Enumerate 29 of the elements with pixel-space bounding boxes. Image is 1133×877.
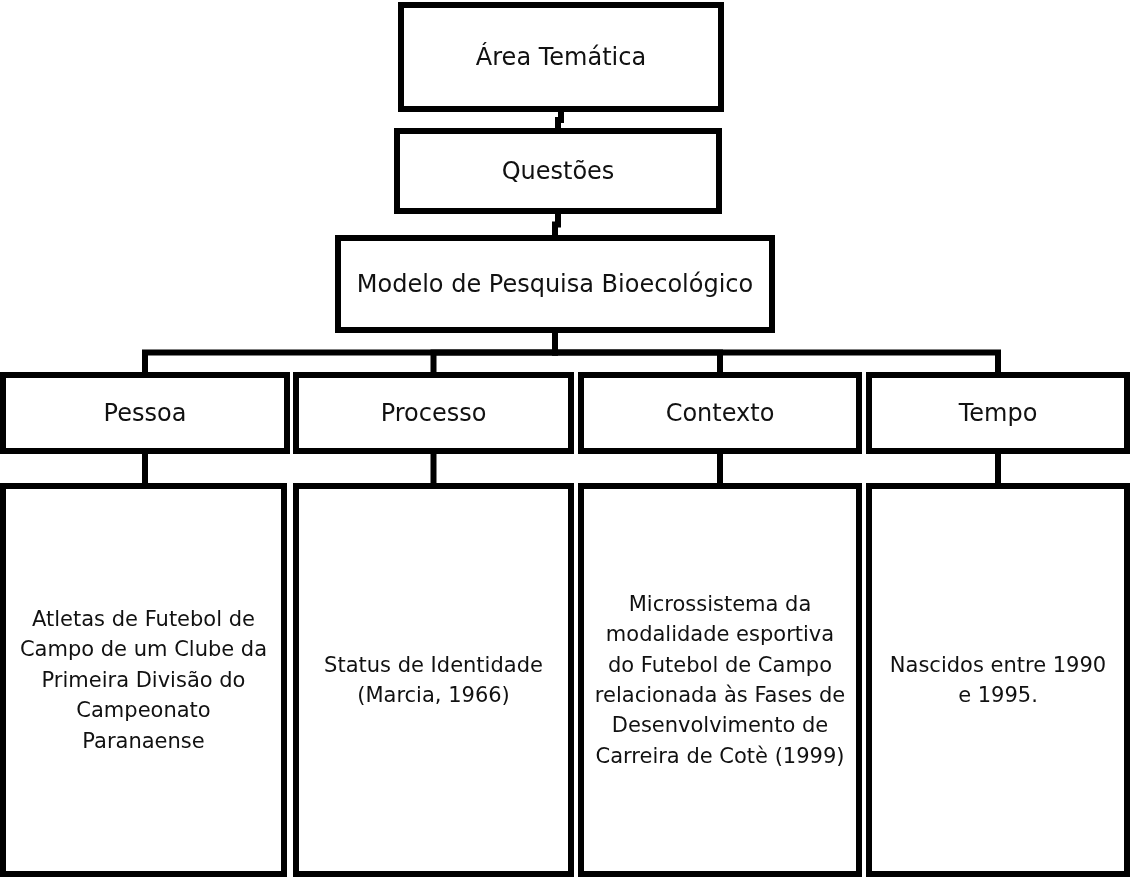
box-label: Modelo de Pesquisa Bioecológico [356, 268, 754, 300]
detail-box [578, 483, 862, 877]
category-box [0, 372, 290, 454]
detail-box [0, 483, 287, 877]
box-label: Processo [380, 397, 487, 429]
connector-line [142, 454, 148, 483]
box-label: Área Temática [475, 41, 647, 73]
connector-line [717, 454, 723, 483]
category-box [293, 372, 574, 454]
connector-line [430, 454, 437, 483]
box-label: Atletas de Futebol de Campo de um Clube da Primeira Divisão do Campeonato Paranaense [18, 605, 269, 755]
box-label: Status de Identidade (Marcia, 1966) [323, 651, 544, 709]
connector-line [552, 333, 1001, 372]
question-box [394, 128, 722, 214]
model-box [335, 235, 775, 333]
category-box [866, 372, 1130, 454]
box-label: Questões [501, 155, 615, 187]
topic-box [398, 2, 724, 112]
box-label: Tempo [958, 397, 1038, 429]
box-label: Nascidos entre 1990 e 1995. [888, 651, 1108, 709]
box-label: Pessoa [103, 397, 187, 429]
detail-box [866, 483, 1130, 877]
connector-line [995, 454, 1001, 483]
connector-line [552, 214, 561, 235]
box-label: Microssistema da modalidade esportiva do Futebol de Campo relacionada às Fases de Desenvolvimento de Carreira de Cotè (1999) [594, 590, 846, 770]
detail-box [293, 483, 574, 877]
box-label: Contexto [665, 397, 775, 429]
connector-line [555, 112, 564, 128]
category-box [578, 372, 862, 454]
